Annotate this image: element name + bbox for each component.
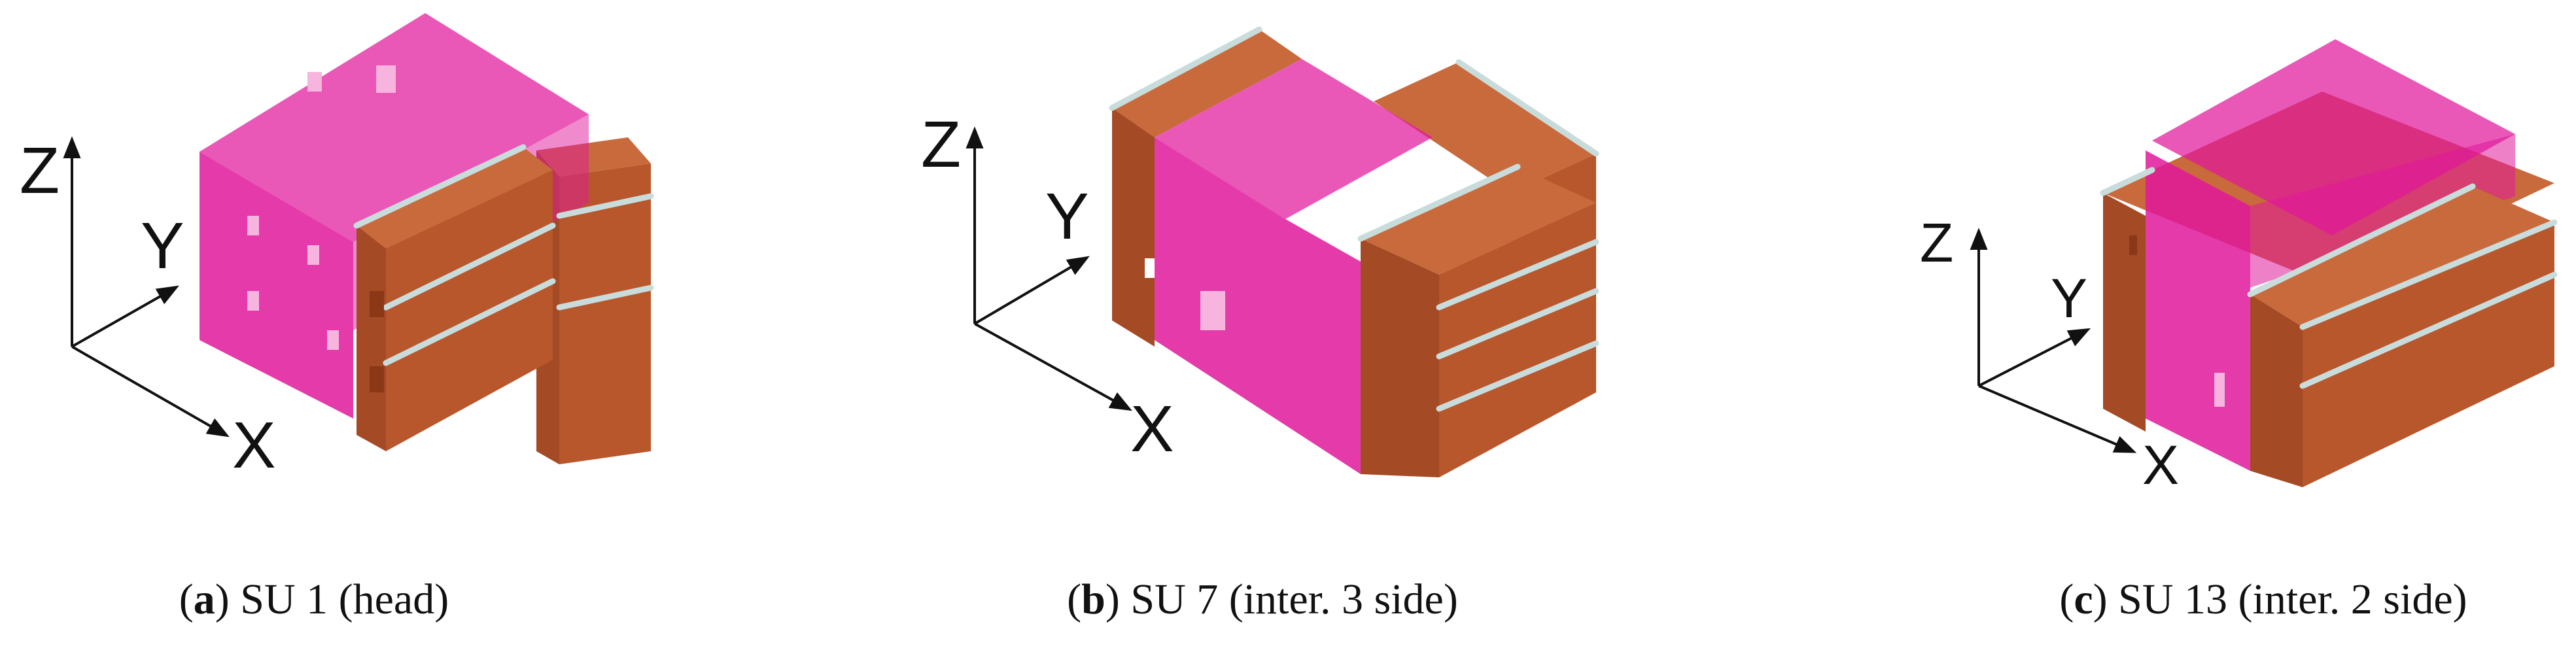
building-model-a xyxy=(200,13,654,464)
highlighted-unit-top xyxy=(200,13,589,242)
caption-a-text: SU 1 (head) xyxy=(240,575,449,623)
axes-a xyxy=(63,136,230,438)
panel-a: Z Y X xyxy=(20,13,654,623)
z-axis-label: Z xyxy=(1920,212,1953,273)
caption-c-text: SU 13 (inter. 2 side) xyxy=(2118,575,2467,623)
building-model-b xyxy=(1109,26,1599,477)
axes-c xyxy=(1970,228,2137,453)
caption-b: (b) SU 7 (inter. 3 side) xyxy=(1067,575,1458,623)
y-axis xyxy=(1978,328,2091,387)
x-axis xyxy=(974,322,1132,411)
z-axis-label: Z xyxy=(20,134,60,207)
y-axis-label: Y xyxy=(1045,180,1089,253)
caption-b-text: SU 7 (inter. 3 side) xyxy=(1130,575,1457,623)
axes-b xyxy=(966,126,1132,411)
caption-c: (c) SU 13 (inter. 2 side) xyxy=(2059,575,2467,623)
x-axis xyxy=(71,345,230,438)
x-axis xyxy=(1978,385,2137,453)
y-axis-label: Y xyxy=(2051,267,2087,329)
panel-b: Z Y X xyxy=(921,26,1599,623)
highlighted-unit-front xyxy=(200,152,353,419)
caption-b-letter: b xyxy=(1081,575,1105,623)
caption-a: (a) SU 1 (head) xyxy=(179,575,449,623)
panel-c: Z Y X (c) SU 13 (inter. 2 side) xyxy=(1920,39,2558,623)
highlighted-unit-top xyxy=(1155,59,1433,219)
highlighted-unit-top xyxy=(2152,39,2515,235)
x-axis-label: X xyxy=(1130,392,1174,466)
x-axis-label: X xyxy=(232,409,276,482)
caption-a-letter: a xyxy=(194,575,215,623)
y-axis-label: Y xyxy=(141,209,184,283)
y-axis xyxy=(71,285,179,348)
highlighted-unit-front xyxy=(2146,150,2250,471)
caption-c-letter: c xyxy=(2074,575,2093,623)
building-model-c xyxy=(2100,39,2558,487)
y-axis xyxy=(973,256,1090,325)
x-axis-label: X xyxy=(2142,434,2179,496)
highlighted-unit-front xyxy=(1155,137,1361,474)
z-axis-label: Z xyxy=(921,108,961,181)
